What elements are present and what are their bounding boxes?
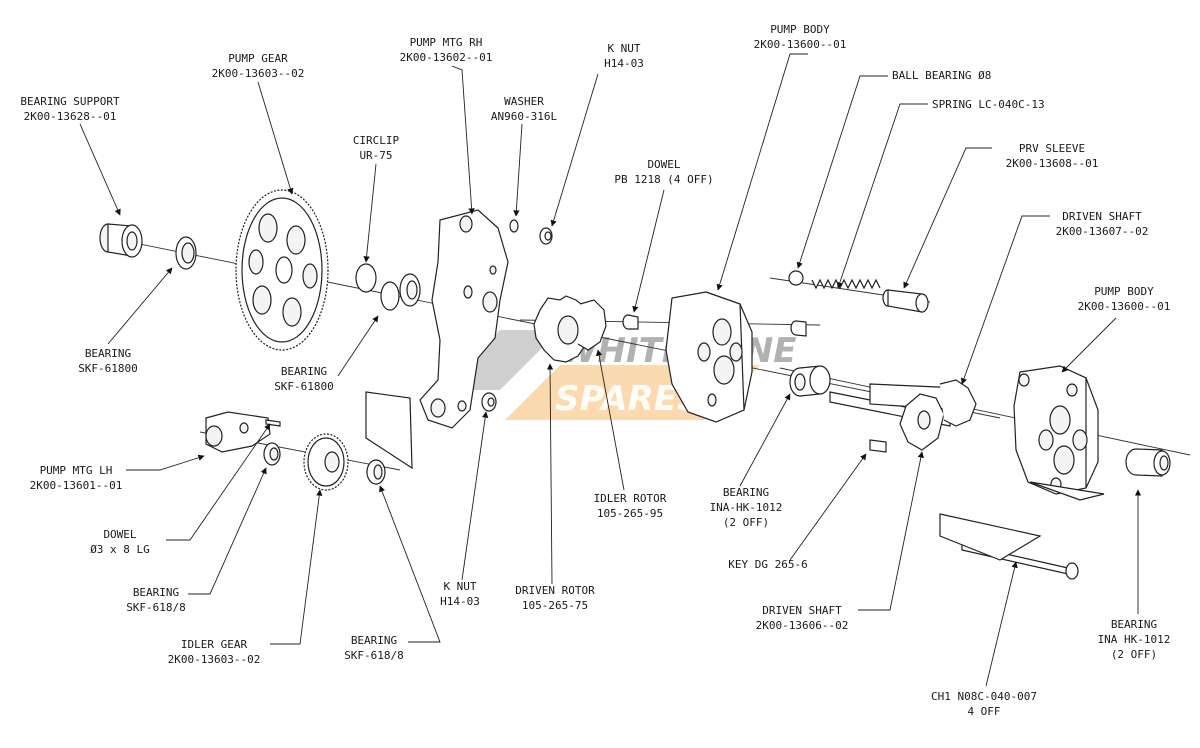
washer-code: AN960-316L — [491, 110, 558, 123]
bearing-61800-b-code: SKF-61800 — [274, 380, 334, 393]
bearing-618-b-code: SKF-618/8 — [344, 649, 404, 662]
idler-gear-code: 2K00-13603--02 — [168, 653, 261, 666]
bearing-ina-a-code: INA-HK-1012 — [710, 501, 783, 514]
bearing-ina-b-code: INA HK-1012 — [1098, 633, 1171, 646]
driven-shaft-bottom-code: 2K00-13606--02 — [756, 619, 849, 632]
pump-mtg-rh-name: PUMP MTG RH — [410, 36, 483, 49]
spring-name: SPRING LC-040C-13 — [932, 98, 1045, 111]
driven-rotor-name: DRIVEN ROTOR — [515, 584, 595, 597]
bearing-61800-part-a — [175, 236, 197, 270]
prv-sleeve-code: 2K00-13608--01 — [1006, 157, 1099, 170]
gasket-plane-c — [365, 391, 413, 470]
k-nut-top-name: K NUT — [607, 42, 640, 55]
key-name: KEY DG 265-6 — [728, 558, 807, 571]
pump-mtg-lh-code: 2K00-13601--01 — [30, 479, 123, 492]
pump-gear-part — [235, 189, 329, 351]
gasket-plane-b — [1029, 481, 1105, 501]
idler-rotor-right-part — [899, 393, 945, 451]
pump-body-right-part — [1013, 365, 1099, 495]
bearing-ina-part-b — [1125, 448, 1171, 477]
idler-gear-name: IDLER GEAR — [181, 638, 248, 651]
dowel-top-part — [622, 314, 639, 330]
circlip-code: UR-75 — [359, 149, 392, 162]
bearing-61800-b-name: BEARING — [281, 365, 327, 378]
bolt-name: CH1 N08C-040-007 — [931, 690, 1037, 703]
plug-part — [790, 320, 807, 337]
k-nut-bottom-code: H14-03 — [440, 595, 480, 608]
pump-mtg-lh-part — [205, 411, 271, 453]
bearing-618-a-name: BEARING — [133, 586, 179, 599]
ball-bearing-name: BALL BEARING Ø8 — [892, 69, 991, 82]
bearing-618-b-name: BEARING — [351, 634, 397, 647]
washer-name: WASHER — [504, 95, 544, 108]
pump-body-top-code: 2K00-13600--01 — [754, 38, 847, 51]
bearing-support-name: BEARING SUPPORT — [20, 95, 120, 108]
parts — [99, 189, 1171, 580]
gasket-plane-a — [939, 513, 1042, 561]
bearing-support-part — [99, 223, 143, 258]
driven-shaft-bottom-name: DRIVEN SHAFT — [762, 604, 842, 617]
prv-sleeve-part — [882, 289, 929, 313]
bearing-61800-part-b — [380, 273, 421, 311]
bearing-ina-b-qty: (2 OFF) — [1111, 648, 1157, 661]
dowel-small-name: DOWEL — [103, 528, 136, 541]
driven-rotor-code: 105-265-75 — [522, 599, 588, 612]
k-nut-top-part — [539, 227, 553, 245]
pump-body-top-name: PUMP BODY — [770, 23, 830, 36]
driven-shaft-top-name: DRIVEN SHAFT — [1062, 210, 1142, 223]
bearing-61800-a-code: SKF-61800 — [78, 362, 138, 375]
driven-shaft-top-code: 2K00-13607--02 — [1056, 225, 1149, 238]
dowel-top-name: DOWEL — [647, 158, 680, 171]
pump-gear-name: PUMP GEAR — [228, 52, 288, 65]
circlip-part — [355, 263, 377, 293]
k-nut-bottom-part — [481, 392, 497, 412]
pump-gear-code: 2K00-13603--02 — [212, 67, 305, 80]
key-part — [869, 439, 887, 453]
bearing-ina-a-name: BEARING — [723, 486, 769, 499]
dowel-small-code: Ø3 x 8 LG — [90, 543, 150, 556]
k-nut-top-code: H14-03 — [604, 57, 644, 70]
prv-sleeve-name: PRV SLEEVE — [1019, 142, 1085, 155]
pump-body-right-name: PUMP BODY — [1094, 285, 1154, 298]
bearing-618-a-code: SKF-618/8 — [126, 601, 186, 614]
bearing-61800-a-name: BEARING — [85, 347, 131, 360]
bearing-ina-part-a — [789, 365, 831, 397]
idler-rotor-code: 105-265-95 — [597, 507, 663, 520]
idler-rotor-name: IDLER ROTOR — [594, 492, 667, 505]
driven-rotor-right-part — [939, 379, 977, 427]
circlip-name: CIRCLIP — [353, 134, 400, 147]
idler-rotor-part — [577, 299, 607, 351]
pump-mtg-rh-code: 2K00-13602--01 — [400, 51, 493, 64]
ball-bearing-part — [788, 270, 804, 286]
leader-lines — [79, 53, 1142, 687]
k-nut-bottom-name: K NUT — [443, 580, 476, 593]
bolt-qty: 4 OFF — [967, 705, 1000, 718]
pump-body-right-code: 2K00-13600--01 — [1078, 300, 1171, 313]
driven-rotor-part — [533, 295, 593, 363]
washer-part — [509, 219, 519, 233]
labels: BEARING SUPPORT 2K00-13628--01 PUMP GEAR… — [20, 23, 1170, 718]
idler-gear-part — [303, 433, 349, 491]
bearing-618-part-a — [263, 442, 281, 466]
bearing-support-code: 2K00-13628--01 — [24, 110, 117, 123]
bearing-618-part-b — [366, 459, 386, 485]
spring-part — [811, 278, 881, 290]
pump-mtg-lh-name: PUMP MTG LH — [40, 464, 113, 477]
pump-mtg-rh-part — [419, 209, 509, 429]
pump-body-top-part — [665, 291, 753, 423]
bearing-ina-a-qty: (2 OFF) — [723, 516, 769, 529]
bearing-ina-b-name: BEARING — [1111, 618, 1157, 631]
dowel-top-code: PB 1218 (4 OFF) — [614, 173, 713, 186]
